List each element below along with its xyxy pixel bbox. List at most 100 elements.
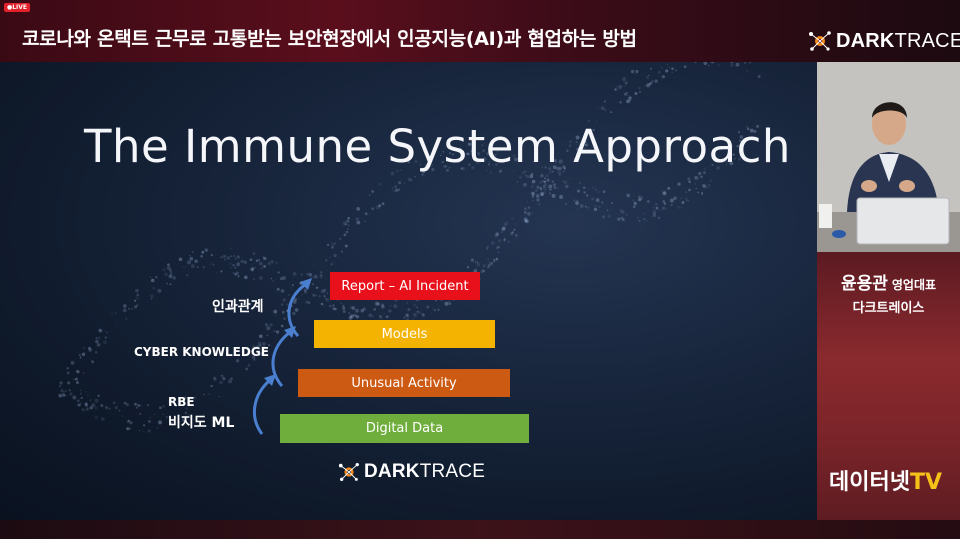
dna-particle [446, 168, 449, 172]
dna-particle [339, 238, 341, 240]
dna-particle [315, 286, 319, 290]
dna-particle [208, 393, 210, 395]
dna-particle [461, 166, 465, 171]
dna-particle [243, 260, 247, 264]
dna-particle [426, 155, 430, 159]
dna-particle [131, 308, 133, 310]
dna-particle [232, 271, 235, 275]
dna-particle [196, 266, 199, 268]
dna-particle [725, 164, 728, 166]
dna-particle [671, 67, 674, 71]
dna-particle [312, 264, 315, 267]
label-rbe: RBE [168, 395, 195, 409]
dna-particle [249, 258, 253, 261]
dna-particle [652, 206, 655, 209]
dna-particle [474, 261, 477, 263]
dna-particle [574, 157, 578, 161]
dna-particle [593, 197, 595, 199]
dna-particle [270, 277, 273, 280]
dna-particle [430, 312, 432, 314]
dna-particle [184, 411, 188, 415]
dna-particle [603, 216, 605, 219]
dna-particle [399, 169, 402, 171]
dna-particle [304, 290, 308, 294]
dna-particle [213, 377, 217, 382]
dna-particle [237, 275, 240, 278]
dna-particle [470, 258, 475, 262]
dna-particle [645, 219, 648, 222]
dna-particle [431, 167, 435, 172]
speaker-figure [817, 62, 960, 252]
dna-particle [695, 187, 697, 190]
dna-particle [544, 177, 546, 180]
dna-particle [701, 191, 704, 194]
dna-particle [482, 269, 486, 273]
dna-particle [697, 191, 700, 194]
dna-particle [96, 342, 101, 347]
dna-particle [493, 259, 495, 261]
dna-particle [372, 315, 375, 318]
dna-particle [559, 194, 564, 199]
dna-particle [76, 372, 79, 374]
dna-particle [364, 220, 366, 223]
dna-particle [375, 205, 380, 210]
dna-particle [328, 304, 332, 308]
dna-particle [80, 389, 82, 392]
dna-particle [582, 147, 587, 152]
dna-particle [510, 231, 514, 236]
dna-particle [253, 278, 255, 280]
dna-particle [642, 217, 646, 221]
dna-particle [178, 257, 183, 262]
dna-particle [651, 79, 654, 82]
dna-particle [126, 427, 129, 431]
dna-particle [486, 257, 490, 261]
curved-arrow-icon [287, 282, 307, 337]
dna-particle [501, 226, 506, 231]
dna-particle [597, 191, 600, 193]
dna-particle [330, 241, 332, 243]
dna-particle [61, 388, 63, 391]
dna-particle [468, 142, 472, 146]
dna-particle [320, 289, 325, 294]
dna-particle [332, 307, 336, 311]
darktrace-mark-icon [338, 463, 359, 481]
dna-particle [627, 94, 630, 97]
channel-suffix: TV [909, 470, 943, 495]
dna-particle [487, 264, 490, 266]
dna-particle [162, 268, 166, 272]
dna-particle [114, 312, 116, 314]
dna-particle [184, 265, 187, 268]
dna-particle [724, 160, 728, 164]
dna-particle [342, 304, 345, 307]
dna-particle [252, 355, 256, 359]
dna-particle [403, 182, 406, 185]
dna-particle [272, 280, 274, 282]
dna-particle [122, 304, 127, 308]
dna-particle [312, 293, 316, 297]
dna-particle [72, 395, 77, 400]
dna-particle [224, 258, 226, 261]
dna-particle [253, 266, 256, 269]
dna-particle [500, 231, 503, 234]
dna-particle [549, 192, 551, 195]
dna-particle [488, 265, 490, 267]
dna-particle [356, 206, 361, 211]
bottom-strip [0, 520, 960, 539]
dna-particle [602, 215, 606, 219]
dna-particle [208, 264, 211, 266]
dna-particle [67, 381, 71, 385]
dna-particle [306, 272, 310, 276]
dna-particle [411, 317, 415, 321]
dna-particle [477, 152, 481, 156]
dna-particle [118, 409, 121, 412]
dna-particle [330, 263, 333, 266]
dna-particle [319, 275, 323, 279]
dna-particle [466, 266, 470, 269]
dna-particle [263, 345, 266, 348]
dna-particle [291, 284, 294, 287]
dna-particle [237, 261, 240, 264]
dna-particle [430, 164, 434, 167]
dna-particle [736, 145, 739, 148]
dna-particle [626, 99, 630, 104]
